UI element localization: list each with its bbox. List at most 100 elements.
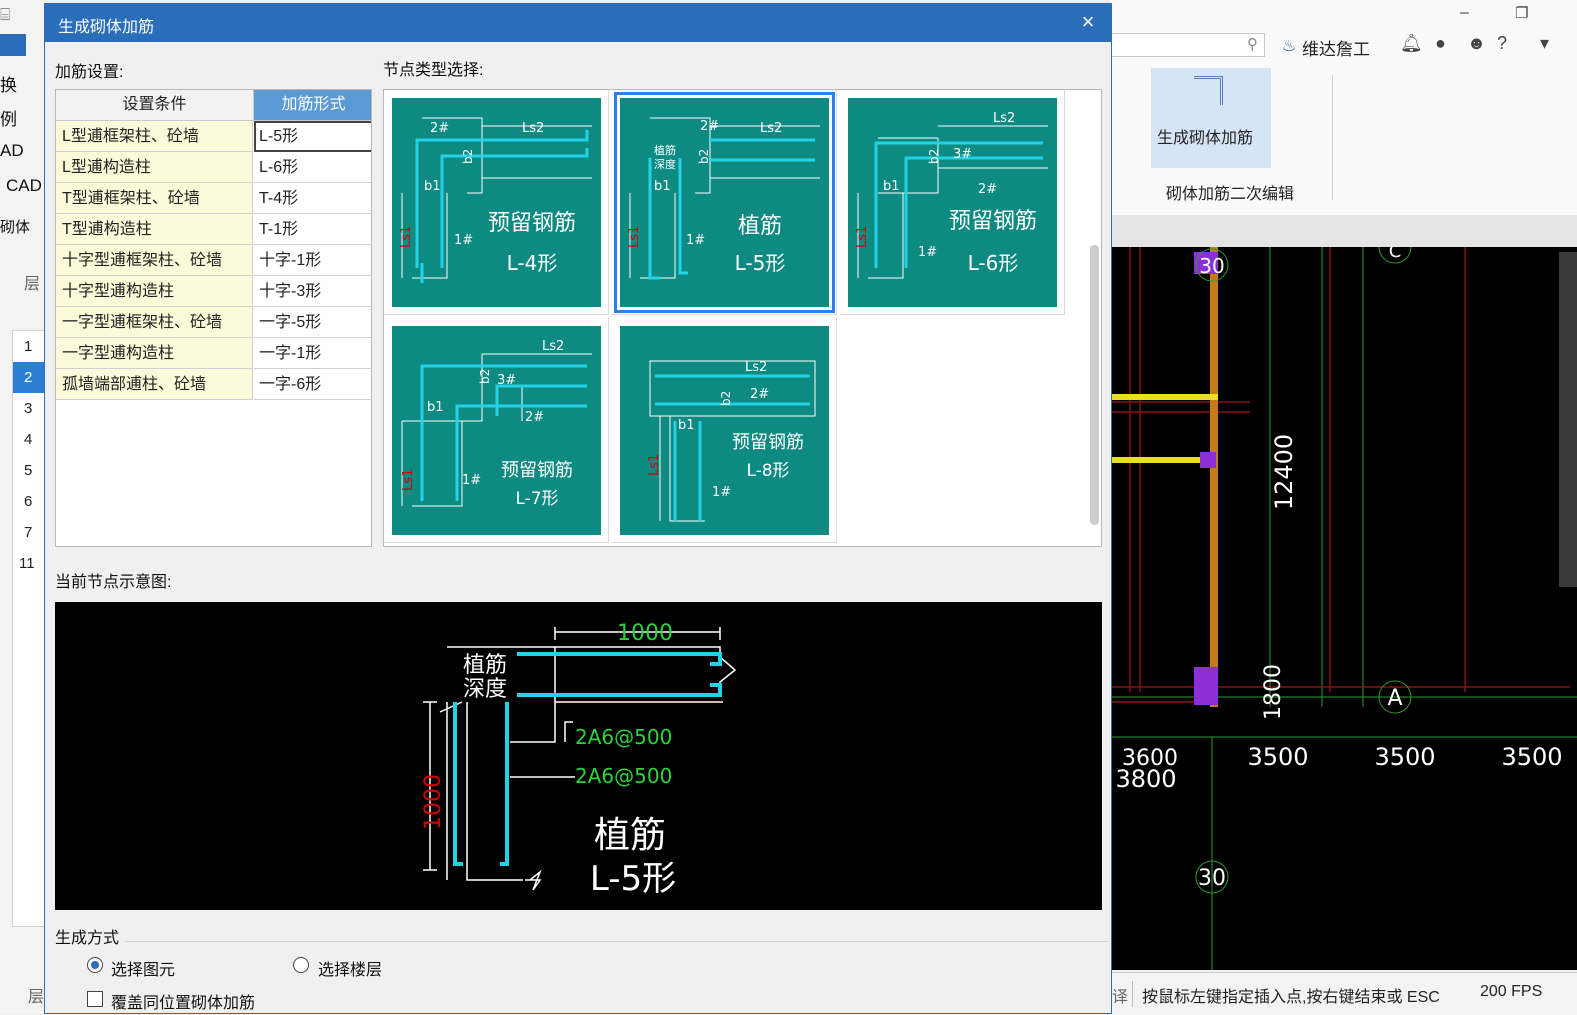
tile-label: b1	[427, 400, 444, 415]
brand-logo-icon: ♨	[1282, 38, 1297, 55]
cad-circle-label-30: 30	[1198, 866, 1226, 891]
tile-label: 3#	[497, 373, 516, 388]
preview-rebar-2: 2A6@500	[575, 764, 672, 788]
tile-label: b1	[424, 179, 441, 194]
bell-icon[interactable]: 🔔︎	[1400, 33, 1423, 53]
tile-label: b1	[883, 179, 900, 194]
column-header-form[interactable]: 加筋形式	[254, 90, 371, 121]
cad-dim-3500: 3500	[1374, 743, 1435, 771]
cad-dim-3500: 3500	[1501, 743, 1562, 771]
floor-row[interactable]: 5	[24, 462, 33, 479]
brand-name[interactable]: 维达詹工	[1302, 40, 1370, 59]
preview-name-2: L-5形	[590, 859, 676, 899]
table-row[interactable]: 十字型逋框架柱、砼墙十字-1形	[56, 245, 371, 276]
floor-row[interactable]: 6	[24, 493, 33, 510]
help-icon[interactable]: ?	[1497, 33, 1508, 53]
toolbar-item-masonry[interactable]: 砌体	[0, 219, 31, 236]
table-row[interactable]: 孤墙端部逋柱、砼墙一字-6形	[56, 369, 371, 400]
masonry-rebar-icon	[1194, 76, 1223, 105]
shirt-icon[interactable]: ▾	[1540, 33, 1550, 53]
radio-select-floor[interactable]	[293, 957, 309, 973]
form-cell[interactable]: L-5形	[254, 121, 371, 152]
toolbar-item-ad[interactable]: AD	[0, 141, 24, 160]
node-tile-l7[interactable]: Ls2 3# b2 b1 1# 2# Ls1 预留钢筋 L-7形	[384, 318, 609, 543]
tile-label: 1#	[686, 233, 705, 248]
tile-label: b2	[461, 149, 475, 164]
floor-row[interactable]: 3	[24, 400, 33, 417]
close-button[interactable]: ×	[1081, 9, 1095, 34]
gen-method-divider	[125, 941, 1109, 942]
tile-caption: L-7形	[515, 489, 558, 509]
form-cell[interactable]: 一字-6形	[254, 369, 371, 400]
condition-cell: 十字型逋框架柱、砼墙	[56, 245, 253, 276]
radio-select-element[interactable]	[87, 957, 103, 973]
tile-label: Ls2	[993, 111, 1015, 126]
table-row[interactable]: 一字型逋框架柱、砼墙一字-5形	[56, 307, 371, 338]
gallery-scrollbar[interactable]	[1090, 245, 1099, 525]
floor-row[interactable]: 4	[24, 431, 33, 448]
node-tile-l5[interactable]: 2# Ls2 b2 b1 1# Ls1 植筋 深度 植筋 L-5形	[612, 90, 837, 315]
tile-label: 2#	[700, 119, 719, 134]
floor-row[interactable]: 7	[24, 524, 33, 541]
toolbar-active-tab[interactable]	[0, 34, 26, 56]
dialog-titlebar[interactable]: 生成砌体加筋 ×	[45, 4, 1111, 42]
condition-cell: 一字型逋构造柱	[56, 338, 253, 369]
preview-dim-left: 1000	[421, 774, 446, 830]
form-cell[interactable]: L-6形	[254, 152, 371, 183]
form-cell[interactable]: 十字-3形	[254, 276, 371, 307]
tile-label: Ls2	[542, 339, 564, 354]
cad-canvas[interactable]: 30 30 A C 12400 1800 3500 3500 3500 3800…	[1110, 230, 1577, 970]
table-row[interactable]: 一字型逋构造柱一字-1形	[56, 338, 371, 369]
preview-label-a: 植筋	[463, 653, 507, 678]
avatar-icon[interactable]: ☻	[1467, 33, 1486, 53]
floor-row[interactable]: 1	[24, 338, 33, 355]
canvas-side-toolbar[interactable]	[1559, 252, 1577, 587]
form-cell[interactable]: 一字-1形	[254, 338, 371, 369]
overwrite-checkbox-label[interactable]: 覆盖同位置砌体加筋	[111, 995, 256, 1012]
cad-dim-1800: 1800	[1261, 664, 1286, 720]
form-cell[interactable]: 一字-5形	[254, 307, 371, 338]
node-tile-l8[interactable]: Ls2 2# b2 b1 1# Ls1 预留钢筋 L-8形	[612, 318, 837, 543]
form-cell[interactable]: T-4形	[254, 183, 371, 214]
cad-circle-label-top: 30	[1199, 254, 1224, 278]
ribbon-search-input[interactable]: ⚲	[1110, 33, 1265, 57]
tile-label: b1	[654, 179, 671, 194]
restore-icon[interactable]: ❐	[1515, 5, 1529, 22]
node-tile-l4[interactable]: 2# Ls2 b2 b1 1# Ls1 预留钢筋 L-4形	[384, 90, 609, 315]
form-cell[interactable]: 十字-1形	[254, 245, 371, 276]
tile-label: Ls2	[522, 121, 544, 136]
tile-label: Ls2	[760, 121, 782, 136]
tile-caption: L-8形	[746, 461, 789, 481]
floor-row-selected[interactable]: 2	[13, 362, 45, 393]
chat-icon[interactable]: ●	[1435, 33, 1446, 53]
column-header-condition: 设置条件	[56, 90, 254, 121]
form-cell[interactable]: T-1形	[254, 214, 371, 245]
minimize-icon[interactable]: –	[1460, 4, 1469, 21]
generate-masonry-rebar-dialog: 生成砌体加筋 × 加筋设置: 节点类型选择: 设置条件 加筋形式 L型逋框架柱、…	[44, 3, 1112, 1014]
current-node-preview: 1000 1000 植筋 深度 2A6@500 2A6@500 植筋 L-5形	[55, 602, 1102, 910]
search-icon[interactable]: ⚲	[1247, 36, 1258, 53]
settings-label: 加筋设置:	[55, 64, 124, 81]
toolbar-item-cad[interactable]: CAD	[6, 176, 42, 195]
radio-select-element-label[interactable]: 选择图元	[111, 962, 176, 979]
table-row[interactable]: 十字型逋构造柱十字-3形	[56, 276, 371, 307]
node-tile-l6[interactable]: Ls2 3# b2 b1 1# 2# Ls1 预留钢筋 L-6形	[840, 90, 1065, 315]
ribbon-generate-button[interactable]: 生成砌体加筋	[1151, 68, 1271, 168]
node-thumbnail: Ls2 3# b2 b1 1# 2# Ls1 预留钢筋 L-6形	[848, 98, 1057, 307]
condition-cell: L型逋框架柱、砼墙	[56, 121, 253, 152]
overwrite-checkbox[interactable]	[87, 991, 103, 1007]
tile-label: 2#	[978, 182, 997, 197]
toolbar-item-replace[interactable]: 换	[0, 76, 17, 95]
cad-axis-label-c: C	[1389, 247, 1402, 262]
toolbar-item-scale[interactable]: 例	[0, 110, 17, 129]
radio-select-floor-label[interactable]: 选择楼层	[318, 962, 383, 979]
tile-label: b2	[697, 149, 711, 164]
status-divider	[1132, 981, 1133, 1007]
tile-caption: L-4形	[507, 251, 558, 275]
floor-row[interactable]: 11	[19, 555, 35, 572]
